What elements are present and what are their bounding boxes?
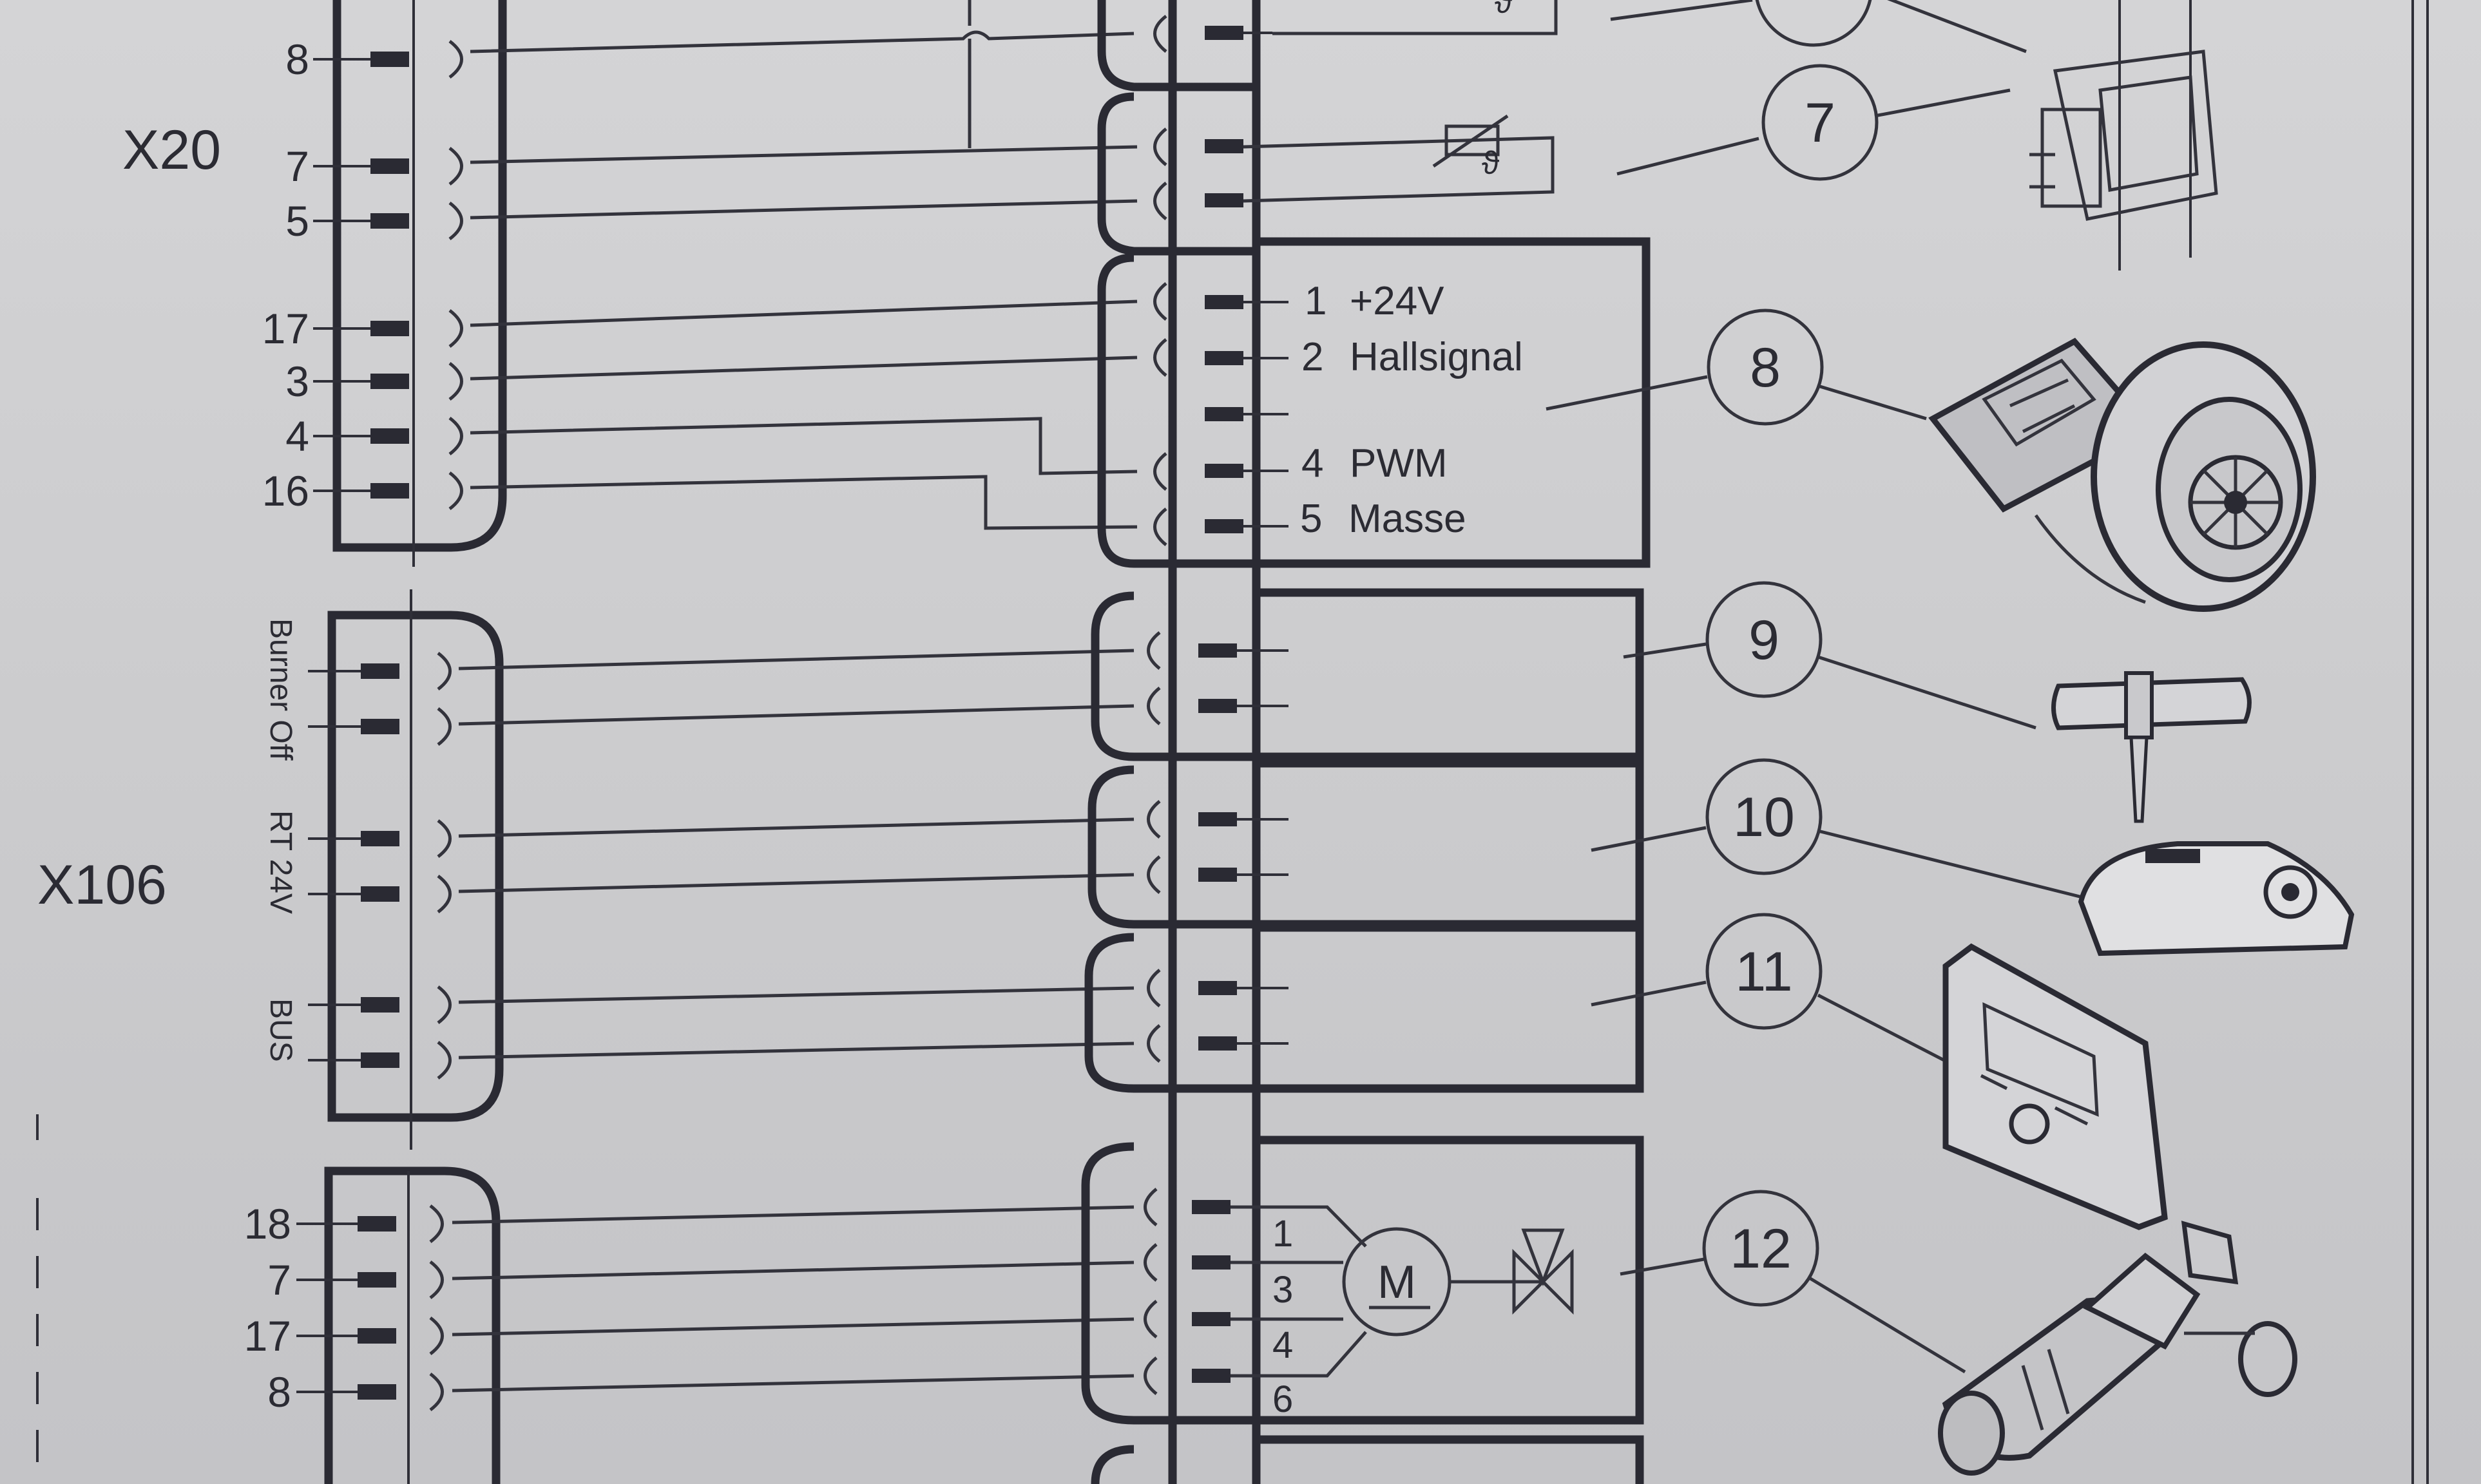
pin-contact [370, 213, 409, 229]
svg-text:11: 11 [1735, 941, 1792, 1003]
pin-number: 7 [267, 1256, 291, 1304]
x20-pin-row: 17 [262, 305, 463, 352]
callout-9: 9 [1623, 581, 2036, 730]
connector-x20: X20 [122, 0, 507, 567]
pin-number: 17 [244, 1312, 291, 1360]
temperature-sensor-icon: ϑ [1272, 0, 1558, 35]
fan-pin-number: 4 [1301, 441, 1323, 486]
fan-pin-number: 2 [1301, 335, 1323, 379]
x20-pin-row: 4 [285, 412, 463, 460]
bottom-pin-row: 17 [244, 1312, 444, 1360]
connector-bottom [36, 1114, 501, 1484]
bottom-pin-row: 8 [267, 1368, 444, 1416]
room-thermostat-icon [2078, 841, 2355, 956]
connector-x20-housing [332, 0, 507, 552]
pin-number: 7 [285, 142, 309, 190]
fan-pin-number: 1 [1305, 279, 1327, 323]
x20-pin-row: 5 [285, 197, 463, 245]
fan-pin-name: Masse [1348, 497, 1466, 541]
fan-pin-number: 5 [1300, 497, 1322, 541]
pin-contact [370, 158, 409, 174]
pin-contact [370, 374, 409, 389]
temperature-sensor-icon: ϑ [1243, 114, 1555, 203]
svg-text:8: 8 [1750, 337, 1781, 399]
pin-contact [370, 483, 409, 499]
bottom-pin-row: 7 [267, 1256, 444, 1304]
group-label-rt-24v: RT 24V [263, 810, 298, 914]
connector-x106: X106 Burner Off RT 24V BUS [37, 589, 504, 1150]
bottom-pin-row: 18 [244, 1200, 444, 1248]
fan-pin-name: +24V [1350, 279, 1444, 323]
fan-blower-icon [1928, 338, 2316, 612]
x20-pin-row: 16 [262, 467, 463, 515]
valve-pin-number: 4 [1272, 1324, 1293, 1366]
three-way-valve-icon [1938, 1221, 2297, 1476]
svg-text:M: M [1377, 1257, 1416, 1308]
three-way-valve-symbol [1512, 1228, 1574, 1315]
valve-motor: 1 3 4 6 M [1231, 1205, 1574, 1420]
group-label-bus: BUS [263, 998, 298, 1062]
fan-connector-labels: 1 +24V 2 Hallsignal 4 PWM 5 Masse [1300, 279, 1523, 541]
callout-10: 10 [1591, 758, 2088, 900]
pin-number: 8 [285, 35, 309, 83]
pin-contact [370, 52, 409, 67]
x20-pin-row: 8 [285, 35, 463, 83]
callout-11: 11 [1591, 913, 1973, 1076]
pin-number: 17 [262, 305, 309, 352]
callout-8: 8 [1546, 309, 1927, 426]
callout-12: 12 [1620, 1190, 1966, 1374]
pin-number: 4 [285, 412, 309, 460]
connector-x20-label: X20 [122, 119, 221, 181]
fan-pin-name: Hallsignal [1350, 335, 1523, 379]
pin-contact [370, 428, 409, 444]
pressure-switch-icon [2029, 0, 2218, 271]
pipe-sensor-icon [2051, 671, 2252, 823]
connector-x106-label: X106 [37, 854, 167, 916]
svg-text:12: 12 [1730, 1218, 1792, 1280]
svg-text:9: 9 [1748, 609, 1779, 671]
svg-text:ϑ: ϑ [1482, 145, 1499, 181]
device-connector-column [1081, 0, 1651, 1484]
page-frame [2411, 0, 2429, 1484]
pin-contact [370, 321, 409, 336]
wires [452, 0, 1138, 1393]
pin-number: 3 [285, 357, 309, 405]
svg-text:ϑ: ϑ [1495, 0, 1512, 20]
callout-7: 7 [1616, 64, 2011, 181]
pin-number: 8 [267, 1368, 291, 1416]
svg-text:10: 10 [1733, 786, 1795, 848]
connector-x106-housing [327, 611, 504, 1122]
x106-pins [308, 652, 452, 1080]
controller-display-icon [1942, 943, 2168, 1230]
pin-number: 5 [285, 197, 309, 245]
pin-number: 16 [262, 467, 309, 515]
x20-pin-row: 3 [285, 357, 463, 405]
group-label-burner-off: Burner Off [263, 618, 298, 761]
fan-pin-name: PWM [1350, 441, 1448, 486]
x20-pin-row: 7 [285, 142, 463, 190]
svg-text:7: 7 [1805, 92, 1835, 154]
pin-number: 18 [244, 1200, 291, 1248]
valve-pin-number: 6 [1272, 1378, 1293, 1420]
device-pins [1144, 15, 1288, 1395]
valve-pin-number: 1 [1272, 1213, 1293, 1255]
connector-bottom-housing [324, 1166, 501, 1484]
valve-pin-number: 3 [1272, 1269, 1293, 1311]
